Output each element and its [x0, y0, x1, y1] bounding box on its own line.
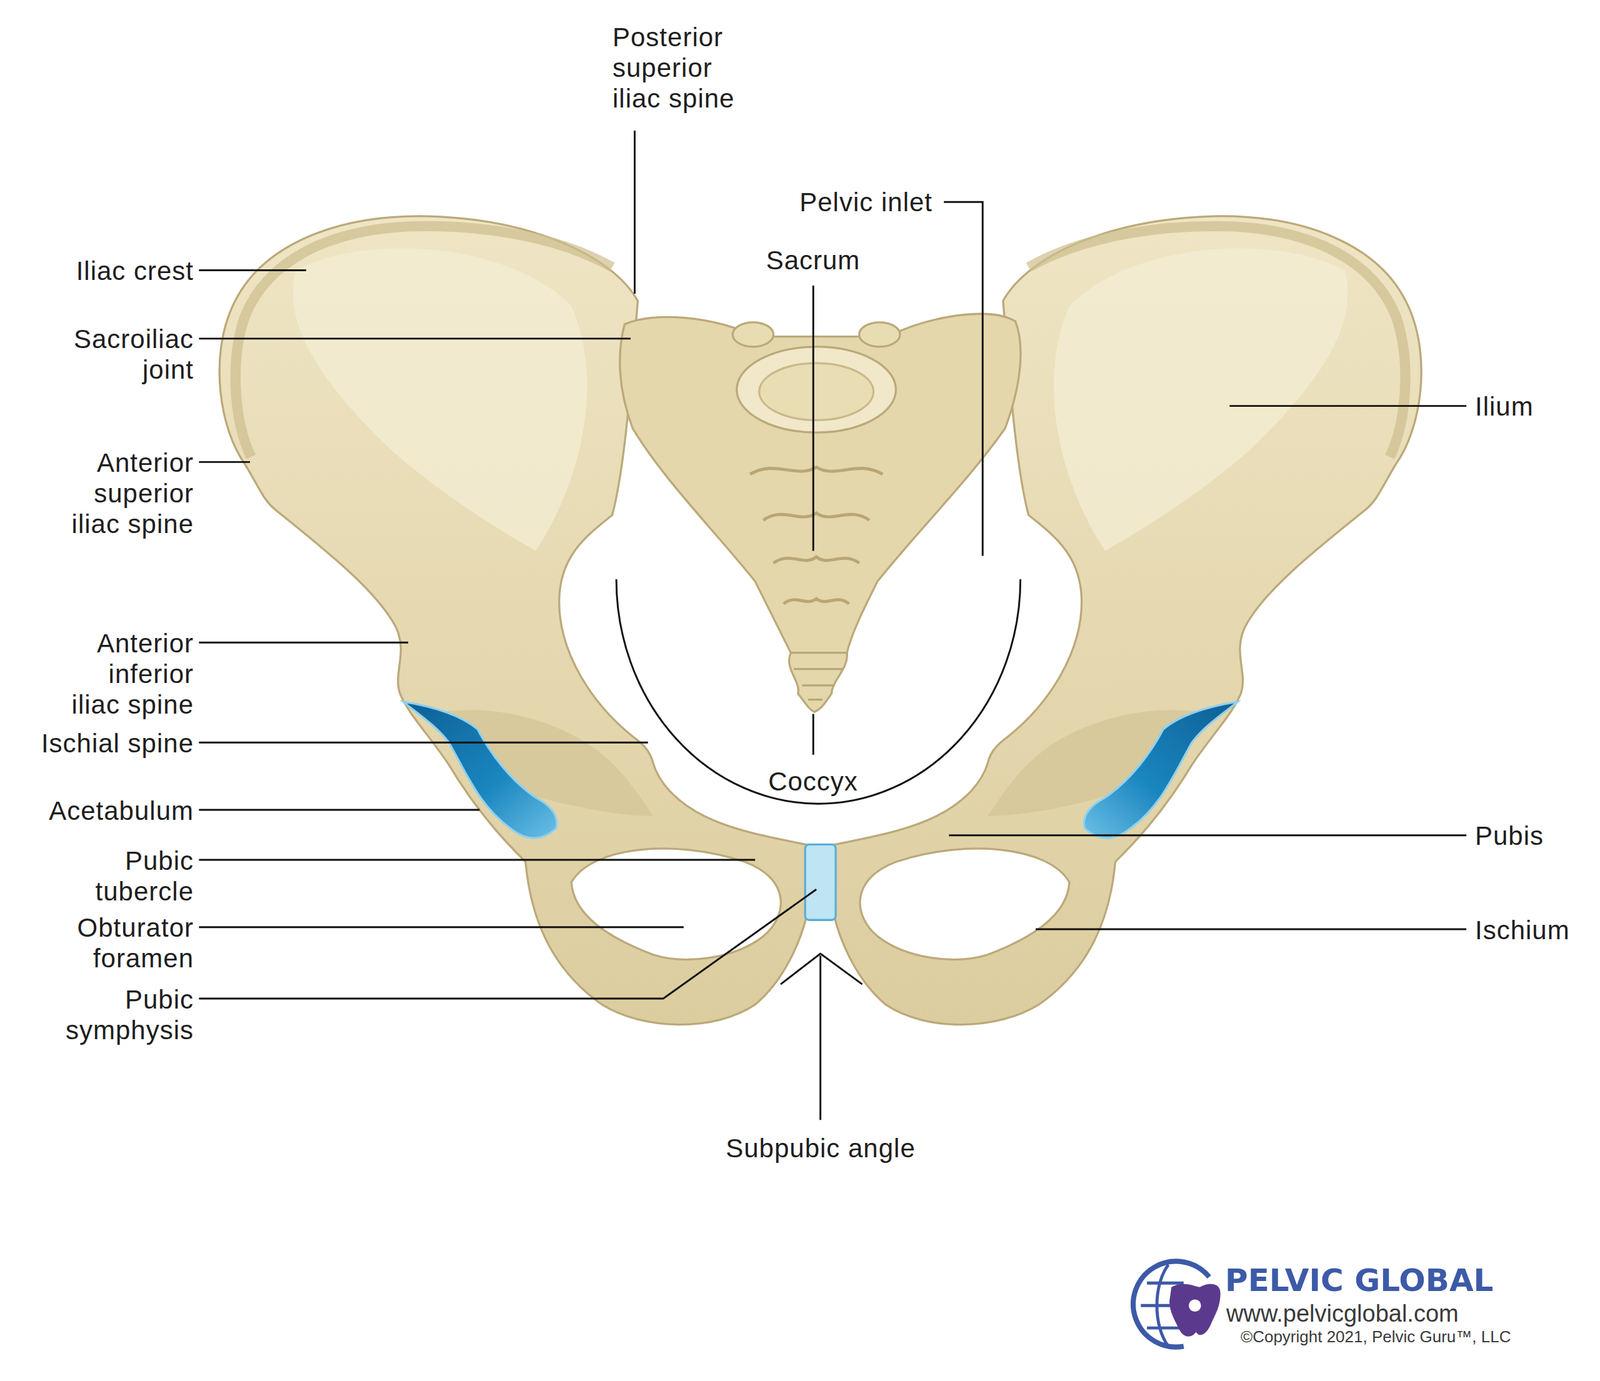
anatomy-label: Sacrum — [766, 245, 861, 276]
anatomy-label: Posterior superior iliac spine — [612, 21, 747, 114]
subpubic-angle-marker — [780, 953, 863, 985]
sacrum-bone — [620, 313, 1021, 712]
coccyx-segment — [793, 669, 843, 700]
pubic-symphysis-disc — [805, 844, 836, 920]
obturator-foramen — [571, 848, 781, 960]
articular-process — [732, 322, 774, 347]
sacral-ridge — [773, 556, 860, 564]
leader-line — [198, 889, 817, 999]
iliac-fossa — [1053, 248, 1349, 551]
acetabulum — [1083, 701, 1238, 839]
leader-line — [812, 714, 815, 755]
iliac-fossa — [293, 248, 588, 551]
leader-lines — [198, 130, 1467, 1120]
leader-line — [1229, 405, 1467, 407]
leader-line — [198, 269, 306, 272]
anatomy-label: Pubic symphysis — [59, 984, 194, 1046]
leader-line — [198, 741, 648, 744]
anatomy-label: Anterior inferior iliac spine — [59, 628, 194, 720]
anatomy-label: Iliac crest — [76, 255, 194, 287]
hip-bones — [219, 216, 1422, 1025]
anatomy-label: Pelvic inlet — [799, 186, 933, 218]
logo-icon — [1133, 1261, 1221, 1347]
logo-text: PELVIC GLOBAL — [1225, 1262, 1494, 1299]
leader-line — [198, 808, 480, 811]
sacral-body — [736, 346, 897, 433]
anatomy-label: Sacroiliac joint — [59, 323, 194, 385]
copyright-note: ©Copyright 2021, Pelvic Guru™, LLC — [1240, 1327, 1511, 1347]
leader-line — [1035, 928, 1467, 930]
sacrum-outline — [620, 313, 1021, 653]
leader-line — [198, 337, 631, 340]
obturator-foramen — [860, 848, 1070, 960]
anatomy-label: Obturator foramen — [59, 912, 194, 974]
coccyx-bone — [789, 653, 848, 713]
sacral-ridge — [783, 598, 849, 604]
acetabulum — [403, 701, 557, 839]
anatomy-label: Ischium — [1475, 915, 1570, 946]
sacral-body-inner — [759, 363, 874, 420]
sacral-ridge — [763, 513, 870, 520]
leader-line — [198, 461, 250, 464]
logo-pelvis — [1169, 1284, 1221, 1337]
leader-line — [812, 285, 815, 551]
leader-line — [943, 201, 983, 556]
anatomy-label: Coccyx — [768, 766, 859, 797]
leader-line — [819, 955, 822, 1120]
logo-url: www.pelvicglobal.com — [1226, 1300, 1459, 1328]
anatomy-label: Pubic tubercle — [59, 845, 194, 907]
pelvic-inlet-arc — [616, 579, 1021, 804]
articular-process — [859, 322, 900, 347]
leader-line — [198, 926, 684, 929]
anatomy-label: Anterior superior iliac spine — [59, 447, 194, 540]
anatomy-label: Subpubic angle — [725, 1133, 916, 1164]
anatomy-label: Pubis — [1475, 820, 1544, 852]
sacral-ridge — [750, 467, 883, 475]
anatomy-label: Acetabulum — [48, 795, 194, 827]
leader-line — [198, 641, 409, 644]
logo-pelvis-hole — [1188, 1299, 1202, 1312]
iliac-crest-rim — [1028, 226, 1406, 457]
iliac-crest-rim — [235, 226, 613, 457]
leader-line — [198, 858, 755, 861]
leader-line — [633, 130, 636, 294]
anatomy-label: Ilium — [1475, 391, 1534, 422]
anatomy-label: Ischial spine — [41, 728, 194, 759]
leader-line — [948, 834, 1467, 837]
